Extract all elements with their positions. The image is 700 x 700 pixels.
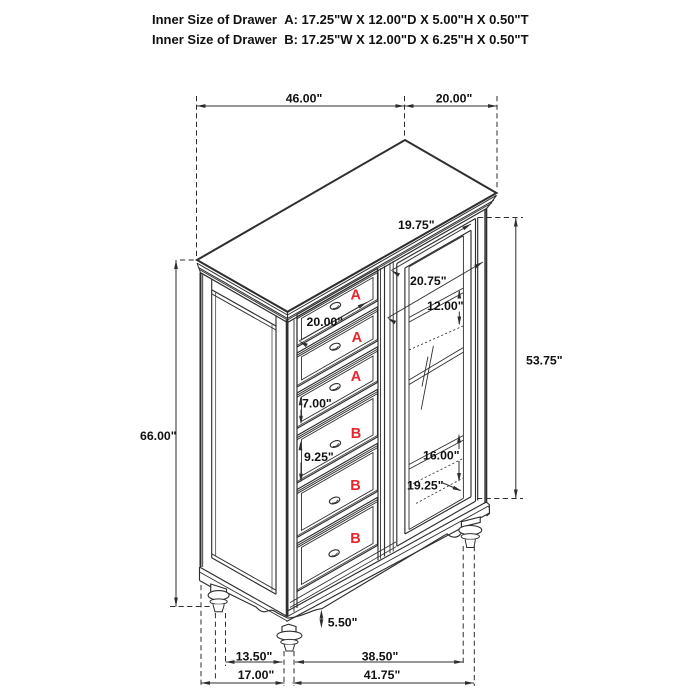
svg-text:A: A [352, 330, 363, 346]
svg-text:13.50": 13.50" [236, 649, 273, 663]
svg-text:20.00": 20.00" [436, 92, 473, 106]
svg-text:5.50": 5.50" [328, 615, 358, 629]
svg-text:Inner Size of Drawer B: 17.25: Inner Size of Drawer B: 17.25"W X 12.00"… [152, 32, 529, 47]
svg-text:38.50": 38.50" [362, 649, 399, 663]
svg-text:A: A [351, 369, 362, 385]
svg-text:9.25": 9.25" [304, 450, 334, 464]
svg-text:17.00": 17.00" [238, 668, 275, 682]
svg-text:Inner Size of Drawer A: 17.25: Inner Size of Drawer A: 17.25"W X 12.00"… [152, 12, 529, 27]
svg-text:B: B [351, 426, 361, 442]
svg-text:20.00": 20.00" [307, 315, 344, 329]
svg-text:46.00": 46.00" [286, 92, 323, 106]
svg-text:B: B [350, 531, 360, 547]
svg-text:A: A [351, 288, 362, 304]
svg-text:7.00": 7.00" [302, 396, 332, 410]
svg-text:19.25": 19.25" [407, 478, 444, 492]
svg-text:41.75": 41.75" [364, 668, 401, 682]
svg-text:20.75": 20.75" [410, 274, 447, 288]
svg-text:19.75": 19.75" [398, 218, 435, 232]
svg-text:B: B [350, 478, 360, 494]
svg-text:53.75": 53.75" [526, 354, 563, 368]
svg-text:66.00": 66.00" [140, 429, 177, 443]
svg-text:16.00": 16.00" [423, 449, 460, 463]
svg-text:12.00": 12.00" [427, 299, 464, 313]
